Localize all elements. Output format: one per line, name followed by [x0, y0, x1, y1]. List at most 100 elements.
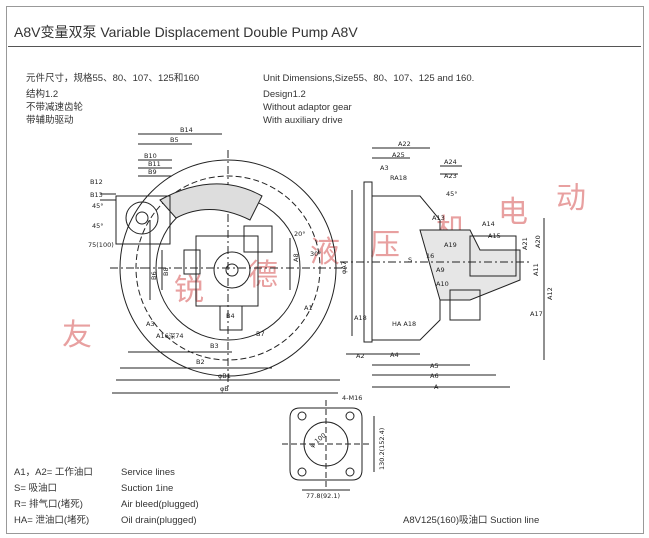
port-block-left [183, 249, 201, 275]
label-a9: A9 [436, 266, 445, 274]
label-s: S [408, 256, 412, 264]
label-a15: A15 [488, 232, 501, 240]
label-b7: B7 [256, 330, 265, 338]
label-a11: A11 [532, 263, 540, 276]
spec-cn-line4: 带辅助驱动 [26, 115, 74, 126]
watermark-char-1: 友 [62, 318, 92, 353]
label-a23: A23 [444, 172, 457, 180]
spec-cn-line1: 元件尺寸，规格55、80、107、125和160 [26, 73, 200, 84]
legend-cn-1: A1，A2= 工作油口 [14, 467, 93, 478]
page-title: A8V变量双泵 Variable Displacement Double Pum… [14, 24, 358, 40]
label-b6: B6 [150, 271, 158, 280]
spec-en-line4: With auxiliary drive [263, 115, 343, 126]
lower-boss-side [449, 289, 481, 321]
label-a5: A5 [430, 362, 439, 370]
watermark-char-7: 电 [498, 195, 528, 230]
label-a2: A2 [356, 352, 365, 360]
suction-flange-detail [282, 400, 375, 491]
aux-flange-circle [125, 201, 159, 235]
label-a7: φA7 [340, 261, 348, 274]
legend-en-2: Suction 1ine [121, 483, 174, 494]
footnote: A8V125(160)吸油口 Suction line [403, 515, 540, 526]
label-b: φB [220, 385, 229, 393]
legend-cn: A1，A2= 工作油口 S= 吸油口 R= 排气口(堵死) HA= 泄油口(堵死… [14, 465, 93, 529]
label-a17: A17 [530, 310, 543, 318]
label-b9: B9 [148, 168, 157, 176]
flange-plate [289, 407, 363, 481]
label-a25: A25 [392, 151, 405, 159]
label-a20: A20 [534, 235, 542, 248]
label-16: 16 [426, 252, 434, 260]
label-a6: A6 [430, 372, 439, 380]
label-a: A [434, 383, 439, 391]
label-b1: φB1 [218, 372, 231, 380]
control-block [469, 235, 517, 277]
label-b13: B13 [90, 191, 103, 199]
title-divider [8, 46, 641, 47]
label-ra18: RA18 [390, 174, 407, 182]
label-b2: B2 [196, 358, 205, 366]
pump-body [371, 195, 441, 341]
label-d1: 130.2(152.4) [378, 428, 386, 470]
label-b11: B11 [148, 160, 161, 168]
label-a18: A18 [354, 314, 367, 322]
label-angle45a: 45° [92, 202, 104, 210]
label-a12: A12 [546, 287, 554, 300]
spec-cn-line3: 不带减速齿轮 [26, 102, 84, 113]
label-ha: HA A18 [392, 320, 416, 328]
label-d4: φ 100 [308, 431, 328, 449]
label-b3: B3 [210, 342, 219, 350]
label-m16: 4-M16 [342, 394, 362, 402]
watermark-char-3: 德 [248, 258, 278, 293]
label-a10: A10 [436, 280, 449, 288]
lower-boss [219, 305, 243, 331]
legend-cn-4: HA= 泄油口(堵死) [14, 515, 90, 526]
spec-en-block: Unit Dimensions,Size55、80、107、125 and 16… [263, 72, 474, 127]
label-a3: A3 [146, 320, 155, 328]
port-block-top [243, 225, 273, 253]
side-view-labels: A22 A25 A24 A23 RA18 A3 A2 A4 A5 A6 A A1… [340, 140, 554, 391]
spec-en-line2: Design1.2 [263, 89, 306, 100]
aux-flange-square [115, 195, 171, 245]
label-d2: 77.8(92.1) [306, 492, 340, 500]
label-b10: B10 [144, 152, 157, 160]
front-view-labels: B14 B5 B10 B11 B9 B12 B13 45° 45° 75(100… [88, 126, 322, 393]
legend-cn-3: R= 排气口(堵死) [14, 499, 83, 510]
label-a22: A22 [398, 140, 411, 148]
label-a19: A19 [444, 241, 457, 249]
legend-en: Service lines Suction 1ine Air bleed(plu… [121, 465, 199, 529]
label-angle30: 30° [310, 250, 322, 258]
spec-en-line3: Without adaptor gear [263, 102, 352, 113]
page-frame [6, 6, 644, 534]
bolt-hole-1 [297, 411, 307, 421]
shaft-circle [213, 251, 251, 289]
legend-en-4: Oil drain(plugged) [121, 515, 197, 526]
label-b4: B4 [226, 312, 235, 320]
legend-en-3: Air bleed(plugged) [121, 499, 199, 510]
bolt-hole-3 [297, 467, 307, 477]
label-a4: A4 [390, 351, 399, 359]
label-a24: A24 [444, 158, 457, 166]
legend-en-1: Service lines [121, 467, 175, 478]
label-b12: B12 [90, 178, 103, 186]
watermark-char-2: 锐 [174, 273, 204, 308]
label-b5: B5 [170, 136, 179, 144]
watermark-char-8: 动 [556, 181, 586, 216]
aux-flange-hole [135, 211, 149, 225]
housing-top [159, 183, 263, 221]
legend-cn-2: S= 吸油口 [14, 483, 58, 494]
label-a13: A13 [432, 214, 445, 222]
side-view [340, 147, 545, 388]
label-angle45b: 45° [92, 222, 104, 230]
label-b8: B8 [162, 267, 170, 276]
label-a16: A16深74 [156, 331, 184, 340]
front-view [100, 133, 348, 394]
spec-cn-line2: 结构1.2 [26, 89, 59, 100]
label-d3: 75(100) [88, 241, 114, 249]
bolt-hole-4 [345, 467, 355, 477]
label-b14: B14 [180, 126, 193, 134]
bolt-hole-2 [345, 411, 355, 421]
label-angle20: 20° [294, 230, 306, 238]
label-a3-side: A3 [380, 164, 389, 172]
